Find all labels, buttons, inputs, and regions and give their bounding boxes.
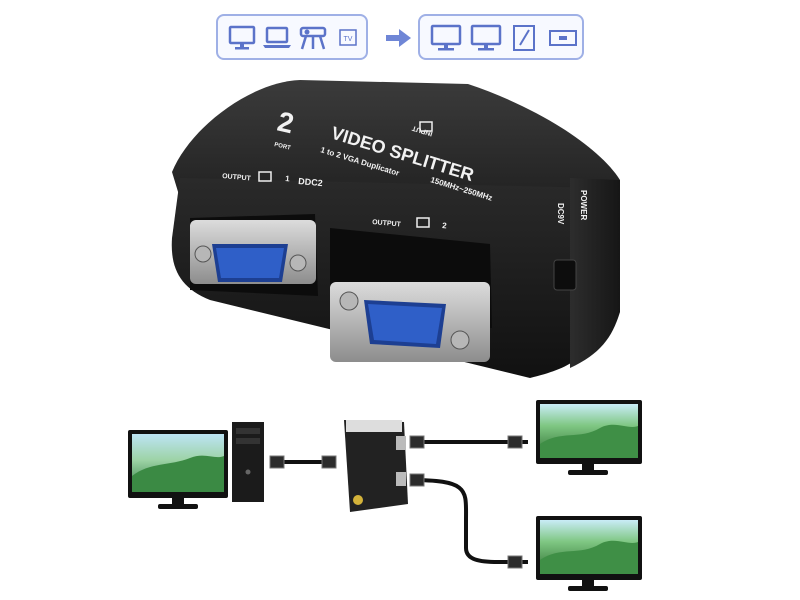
monitor-icon — [470, 24, 502, 51]
svg-text:TV: TV — [344, 36, 353, 43]
device-port-word: PORT — [274, 142, 292, 152]
dc-label: DC9V — [556, 203, 565, 225]
output-2-monitor-icon — [416, 217, 430, 228]
output-monitor-2 — [536, 516, 642, 591]
splitter-small — [344, 420, 408, 512]
vga-splitter-device: 2 PORT VIDEO SPLITTER 1 to 2 VGA Duplica… — [171, 80, 620, 378]
source-devices-box: TV — [216, 14, 368, 60]
projector-icon — [299, 26, 327, 50]
output-2-label: OUTPUT — [372, 219, 402, 229]
monitor-icon — [430, 24, 462, 51]
vga-output-port-2 — [330, 282, 490, 362]
projector-device-icon — [549, 30, 577, 46]
output-2-number: 2 — [442, 221, 448, 230]
power-jack — [553, 259, 577, 291]
power-label: POWER — [579, 190, 588, 220]
flow-arrow-icon — [386, 29, 411, 47]
device-model-number: 2 — [275, 106, 297, 140]
output-1-label: OUTPUT — [222, 173, 252, 183]
output-monitor-1 — [536, 400, 642, 475]
laptop-icon — [263, 26, 291, 48]
output-devices-box — [418, 14, 584, 60]
source-monitor — [128, 430, 228, 509]
connection-diagram — [128, 400, 642, 591]
pc-tower — [232, 422, 264, 502]
tv-icon: TV — [339, 29, 357, 46]
ddc-label: DDC2 — [298, 176, 323, 188]
input-monitor-icon — [419, 121, 433, 132]
desktop-monitor-icon — [228, 25, 256, 50]
vga-output-port-1 — [190, 220, 316, 284]
output-1-monitor-icon — [258, 171, 272, 182]
output-1-number: 1 — [285, 174, 291, 183]
tablet-icon — [513, 25, 535, 51]
